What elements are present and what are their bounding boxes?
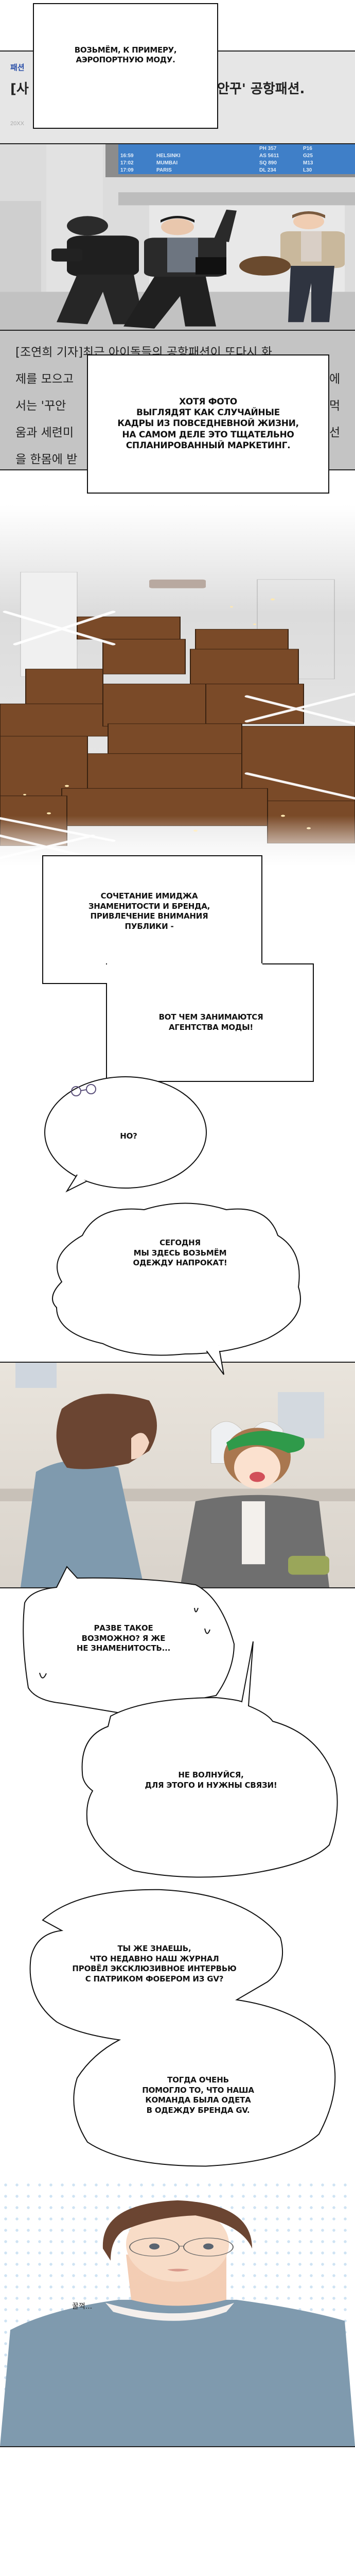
speech-bubble-possible (23, 1566, 235, 1715)
flight-number: PH 357 (259, 145, 277, 151)
flight-number: AS 5611 (259, 152, 279, 159)
speech-bubble-connections (81, 1641, 338, 1878)
handbag (288, 1555, 329, 1575)
flight-city: PARIS (156, 167, 172, 173)
bubble-interview-text: Ты же знаешь, что недавно наш журнал про… (72, 1944, 237, 1984)
hair (102, 2200, 252, 2261)
article-line: 제를 모으고 (15, 372, 74, 386)
gift-boxes-panel (0, 505, 355, 866)
street-panel (0, 1362, 355, 1588)
news-category: 패션 (10, 63, 25, 72)
street-illustration (0, 1363, 355, 1587)
caption-frame-edge (42, 983, 107, 984)
girl-green-beret (180, 1428, 329, 1587)
duffel-bag (239, 256, 291, 276)
article-line: 서는 '꾸안 (15, 399, 66, 413)
flight-city: MUMBAI (156, 160, 178, 166)
figure-headphones (123, 209, 237, 329)
caption-text: Возьмём, к примеру, аэропортную моду. (74, 45, 177, 64)
flight-board: PH 357 P16 16:59 HELSINKI AS 5611 G25 17:02 M… (118, 144, 355, 174)
article-line-end: 먹 (329, 399, 341, 413)
bubble-today-text: Сегодня мы здесь возьмём одежду напрокат… (133, 1238, 227, 1267)
news-headline-left: [사 (10, 81, 29, 97)
figure-hooded (51, 216, 144, 325)
news-headline-right: 안꾸' 공항패션. (217, 81, 305, 97)
flight-gate: M13 (303, 160, 313, 166)
box-pile (0, 616, 355, 846)
caption-fashion-agencies: вот чем занимаются агентства моды! (158, 1012, 263, 1032)
news-date: 20XX (10, 121, 24, 127)
ceiling-lamp (149, 579, 206, 588)
flight-time: 16:59 (120, 152, 134, 159)
caption-airport-fashion: Возьмём, к примеру, аэропортную моду. (33, 3, 218, 129)
flight-number: SQ 890 (259, 160, 277, 166)
webtoon-page: PH 357 P16 16:59 HELSINKI AS 5611 G25 17:02 M… (0, 3, 355, 2447)
flight-time: 17:09 (120, 167, 134, 173)
flight-board-rows: PH 357 P16 16:59 HELSINKI AS 5611 G25 17:02 M… (120, 145, 354, 174)
article-line-end: 에 (329, 372, 341, 386)
bubble-possible-text: Разве такое возможно? Я же не знаменитос… (76, 1623, 171, 1653)
bubble-but-text: Но? (120, 1131, 137, 1141)
caption-celebrity-brand: Сочетание имиджа знаменитости и бренда, … (88, 891, 210, 931)
bubble-connections-text: Не волнуйся, для этого и нужны связи! (145, 1770, 277, 1790)
caption-frame-fill (43, 964, 262, 984)
article-line: 을 한몸에 받 (15, 453, 78, 466)
portrait-panel: 꿀꺽... (0, 2179, 355, 2447)
beret (226, 1431, 305, 1453)
caption-marketing: Хотя фото выглядят как случайные кадры и… (87, 354, 329, 494)
caption-text: Хотя фото выглядят как случайные кадры и… (117, 396, 299, 451)
flight-gate: G25 (303, 152, 313, 159)
sweat-drop-icon (39, 1607, 210, 1679)
flight-time: 17:02 (120, 160, 134, 166)
flight-number: DL 234 (259, 167, 276, 173)
figure-beige-blazer (239, 211, 345, 323)
bubble-gv-outfit-text: Тогда очень помогло то, что наша команда… (142, 2075, 254, 2115)
sweater (0, 2299, 355, 2446)
flight-row: 17:02 MUMBAI SQ 890 M13 (120, 159, 354, 166)
speech-bubble-interview (0, 1886, 355, 2174)
gift-boxes-illustration (0, 505, 355, 866)
flight-row: 17:09 PARIS DL 234 L30 (120, 166, 354, 174)
speech-bubble-today (52, 1202, 301, 1375)
flight-gate: L30 (303, 167, 312, 173)
article-line: 움과 세련미 (15, 426, 74, 439)
glasses-icon (71, 1084, 96, 1096)
glasses-icon (129, 2238, 234, 2257)
woman-back-view (21, 1394, 157, 1587)
flight-row: 16:59 HELSINKI AS 5611 G25 (120, 152, 354, 159)
flight-gate: P16 (303, 145, 312, 151)
sfx-gulp: 꿀꺽... (72, 2302, 93, 2311)
caption-frame-upper (42, 855, 262, 984)
portrait-illustration (0, 2200, 355, 2446)
flight-board-frame: PH 357 P16 16:59 HELSINKI AS 5611 G25 17:02 M… (105, 144, 355, 177)
article-line-end: 선 (329, 426, 341, 439)
flight-city: HELSINKI (156, 152, 181, 159)
caption-frame-edge (262, 963, 314, 964)
flight-row: PH 357 P16 (120, 145, 354, 152)
speech-bubble-but (44, 1076, 207, 1193)
